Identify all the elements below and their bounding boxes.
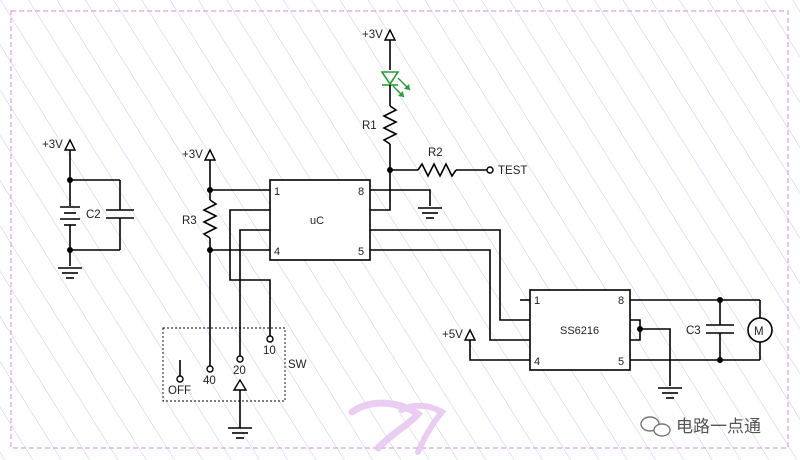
r1-label: R1 xyxy=(362,120,377,132)
c3-label: C3 xyxy=(686,325,701,337)
uc-chip: uC 1 8 4 5 xyxy=(269,179,371,261)
selector-switch: SW OFF 40 20 10 xyxy=(162,327,307,439)
driver-name: SS6216 xyxy=(560,325,599,337)
sw-label: SW xyxy=(288,359,307,371)
watermark: 电路一点通 xyxy=(640,416,761,437)
switch-10-label: 10 xyxy=(263,345,276,357)
logo-mark xyxy=(348,399,447,455)
motor-icon: M xyxy=(747,317,773,343)
driver-pin-5: 5 xyxy=(618,356,624,368)
test-label: TEST xyxy=(498,165,527,177)
r2-resistor-icon xyxy=(417,162,457,178)
driver-pin-8: 8 xyxy=(618,295,624,307)
ground-icon xyxy=(658,387,682,399)
ground-icon xyxy=(58,267,82,279)
uc-pin-4: 4 xyxy=(274,246,280,258)
uc-pin-5: 5 xyxy=(358,246,364,258)
switch-40-label: 40 xyxy=(203,375,216,387)
r3-label: R3 xyxy=(182,215,197,227)
watermark-text: 电路一点通 xyxy=(676,417,761,437)
battery-section: +3V C2 xyxy=(42,138,134,279)
driver-pin-1: 1 xyxy=(534,295,540,307)
r3-resistor-icon xyxy=(202,199,218,239)
wechat-icon xyxy=(640,416,671,437)
driver-pin-4: 4 xyxy=(534,356,540,368)
test-point xyxy=(486,166,494,174)
uc-name: uC xyxy=(310,215,324,227)
ground-icon xyxy=(228,427,252,439)
switch-off-label: OFF xyxy=(168,385,191,397)
ground-icon xyxy=(418,207,442,219)
ss6216-chip: SS6216 1 8 4 5 xyxy=(529,289,631,371)
vcc5-label: +5V xyxy=(442,329,463,341)
vcc-label: +3V xyxy=(362,29,383,41)
led-column: +3V R1 R2 TEST xyxy=(362,28,527,178)
c3-capacitor xyxy=(706,300,734,360)
page-border xyxy=(10,10,789,449)
switch-box xyxy=(162,327,286,402)
r2-label: R2 xyxy=(428,147,443,159)
vcc-label: +3V xyxy=(42,139,63,151)
vcc-label: +3V xyxy=(182,149,203,161)
switch-20-label: 20 xyxy=(233,365,246,377)
uc-pin-1: 1 xyxy=(274,186,280,198)
motor-label: M xyxy=(754,326,764,338)
r1-resistor-icon xyxy=(382,105,398,145)
uc-pin-8: 8 xyxy=(358,186,364,198)
c2-label: C2 xyxy=(86,209,101,221)
